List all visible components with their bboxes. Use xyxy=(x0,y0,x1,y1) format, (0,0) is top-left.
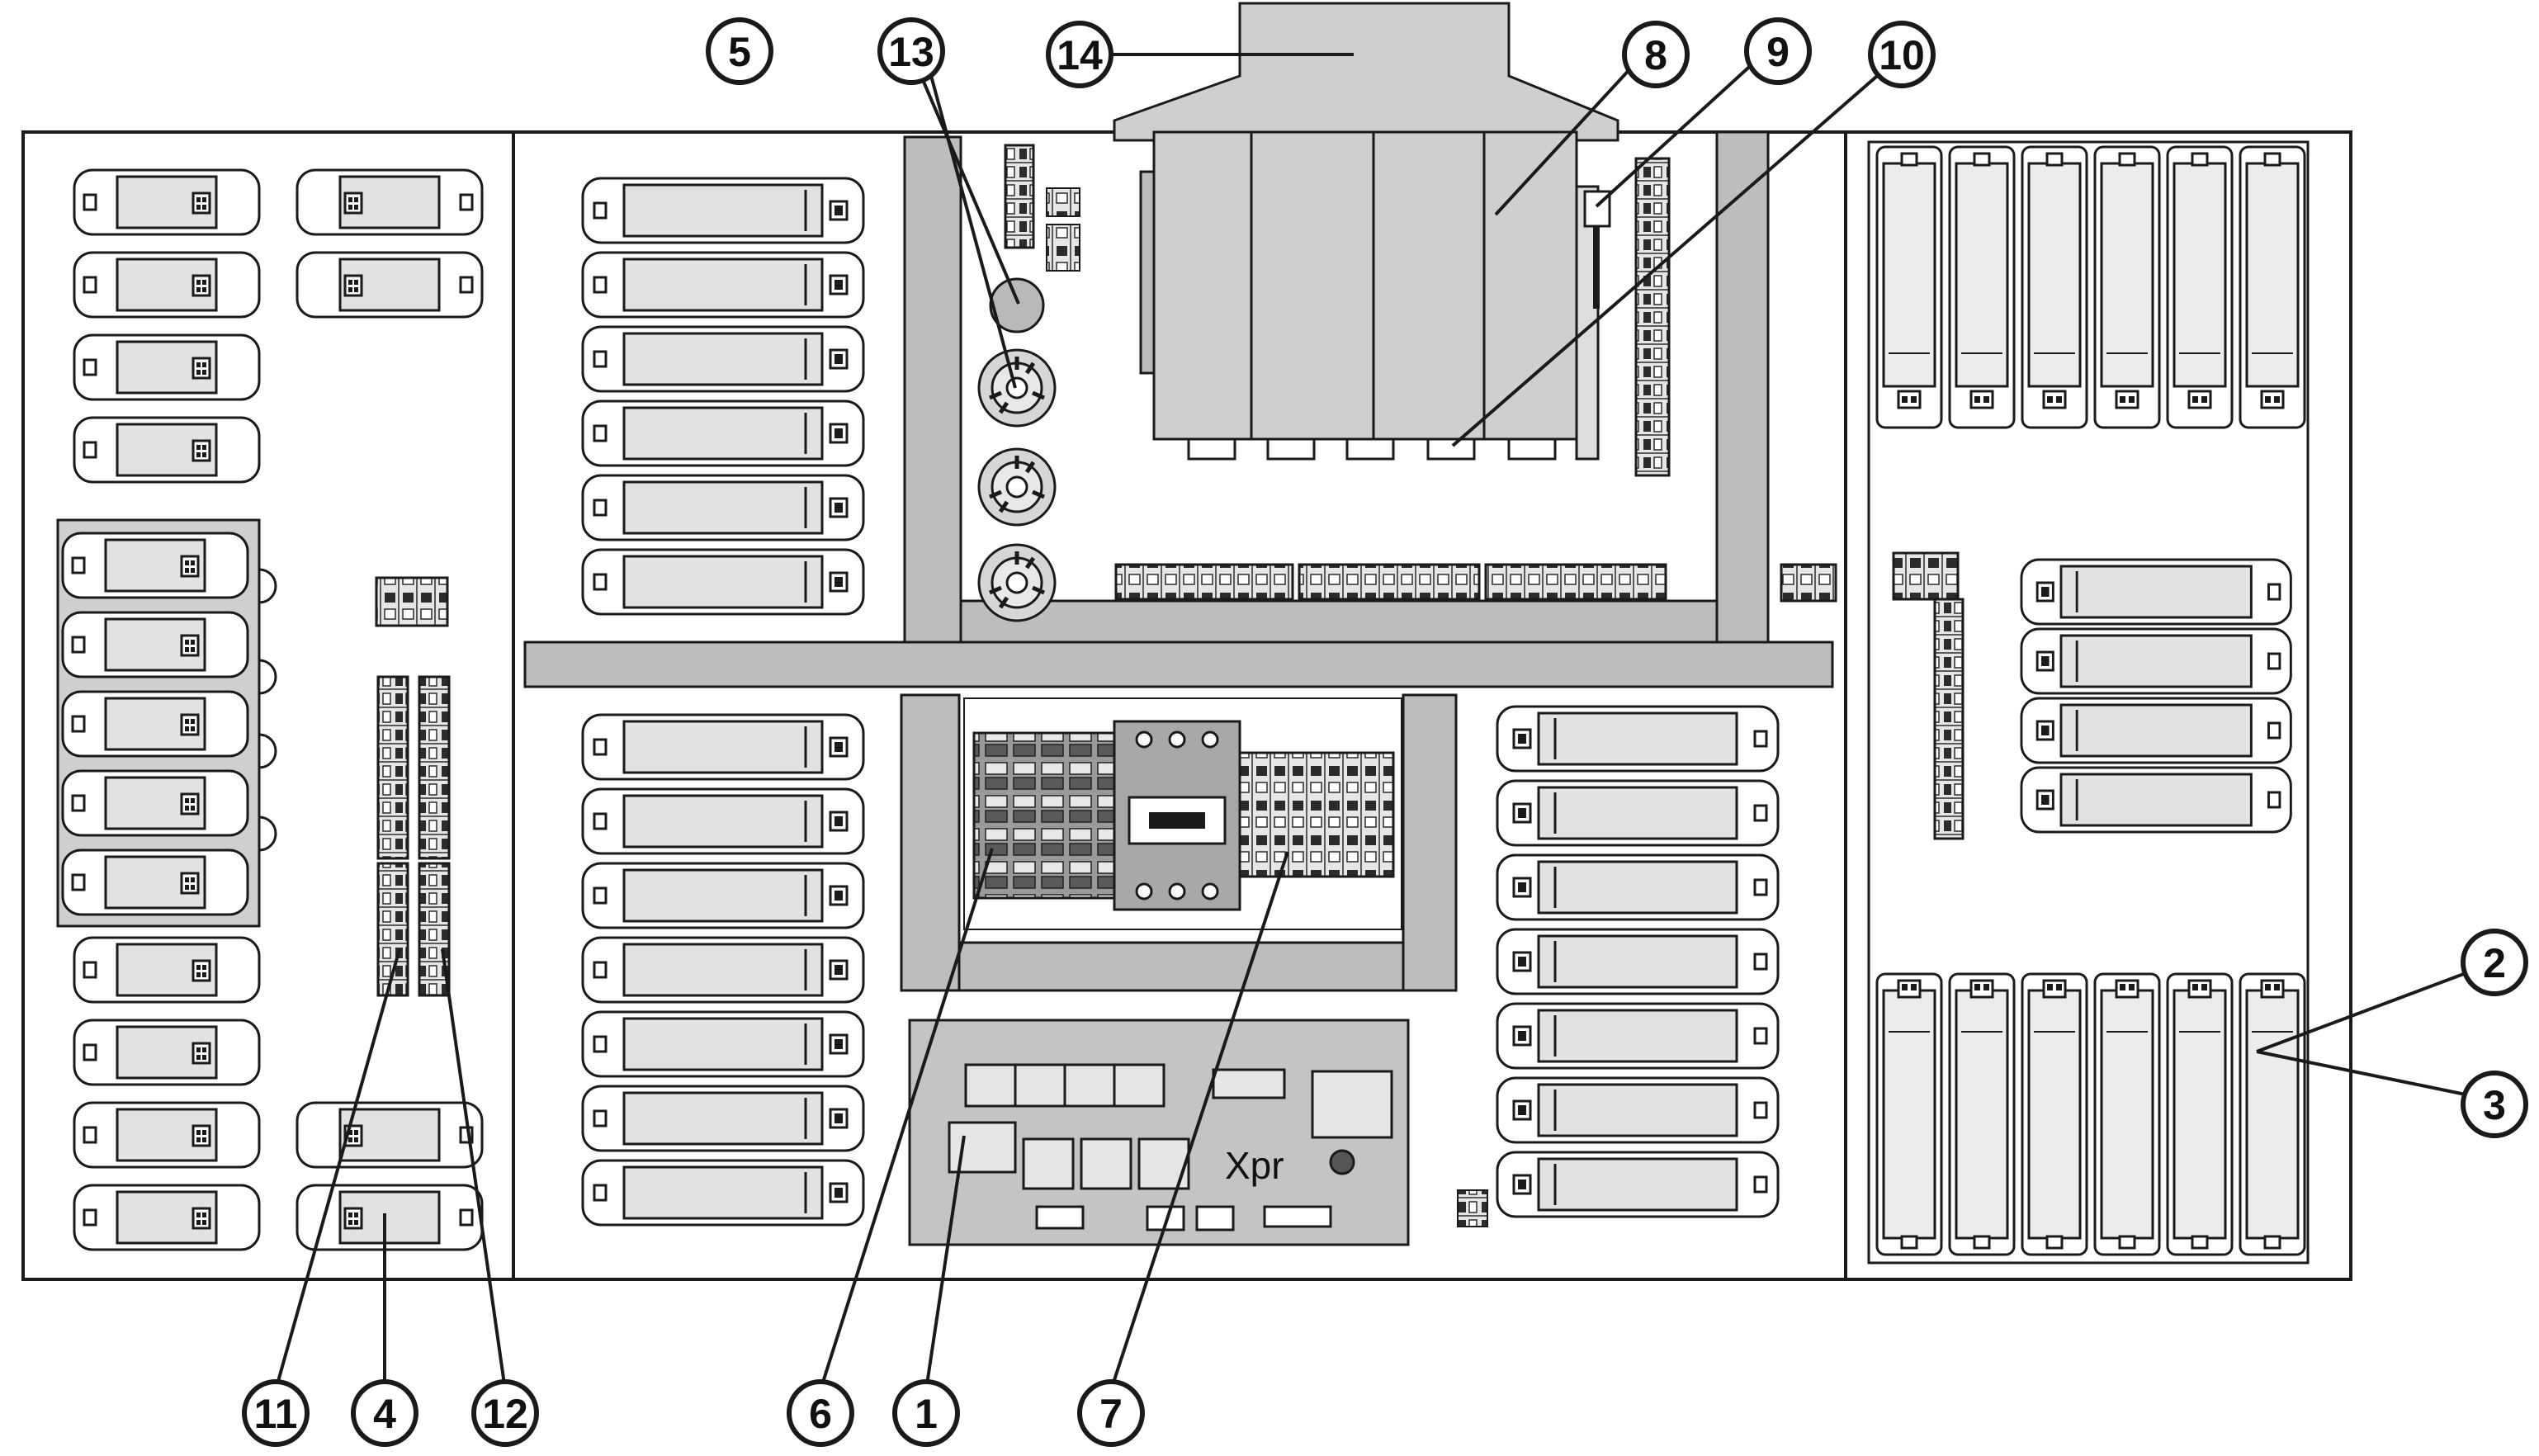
round-indicator-component xyxy=(989,277,1045,333)
small-terminal-block xyxy=(1457,1189,1488,1227)
callout-9: 9 xyxy=(1744,17,1812,85)
callout-7: 7 xyxy=(1077,1379,1145,1447)
callout-2: 2 xyxy=(2461,929,2528,996)
top-terminal-rows xyxy=(1114,563,1667,601)
cooling-fan-group xyxy=(979,350,1055,621)
callout-11: 11 xyxy=(242,1379,310,1447)
left-terminal-blocks xyxy=(375,576,451,997)
callout-4: 4 xyxy=(351,1379,418,1447)
pcb-label: Xpr xyxy=(1225,1144,1284,1187)
callout-1: 1 xyxy=(892,1379,960,1447)
svg-text:12: 12 xyxy=(482,1391,528,1437)
callout-13: 13 xyxy=(877,17,945,85)
main-transformer-assembly xyxy=(1113,2,1619,461)
svg-text:13: 13 xyxy=(888,29,934,75)
callout-12: 12 xyxy=(471,1379,539,1447)
callout-10: 10 xyxy=(1868,21,1936,88)
svg-text:9: 9 xyxy=(1766,29,1790,75)
svg-text:14: 14 xyxy=(1057,32,1103,78)
xpr-circuit-board: Xpr xyxy=(908,1019,1410,1246)
svg-text:5: 5 xyxy=(728,29,751,75)
callouts: 5 13 14 8 9 10 2 3 xyxy=(242,17,2528,1447)
svg-text:8: 8 xyxy=(1644,32,1667,78)
small-terminal-blocks xyxy=(1004,144,1080,272)
center-right-ballast-group xyxy=(1496,705,1780,1218)
terminal-strip-vertical xyxy=(1634,157,1671,477)
svg-text:6: 6 xyxy=(809,1391,832,1437)
left-ballast-frame xyxy=(56,518,277,928)
svg-text:2: 2 xyxy=(2483,940,2506,986)
callout-3: 3 xyxy=(2461,1071,2528,1138)
leader-lines xyxy=(274,50,2495,1391)
breaker-contactor-assembly xyxy=(963,697,1402,930)
cable-duct xyxy=(523,130,1834,992)
svg-text:1: 1 xyxy=(915,1391,938,1437)
right-terminal-blocks xyxy=(1780,551,1965,840)
callout-5: 5 xyxy=(706,17,773,85)
svg-text:7: 7 xyxy=(1099,1391,1123,1437)
svg-text:10: 10 xyxy=(1879,32,1925,78)
svg-text:3: 3 xyxy=(2483,1082,2506,1128)
callout-8: 8 xyxy=(1622,21,1690,88)
callout-6: 6 xyxy=(787,1379,854,1447)
svg-text:11: 11 xyxy=(254,1391,298,1437)
callout-14: 14 xyxy=(1046,21,1113,88)
svg-text:4: 4 xyxy=(373,1391,396,1437)
